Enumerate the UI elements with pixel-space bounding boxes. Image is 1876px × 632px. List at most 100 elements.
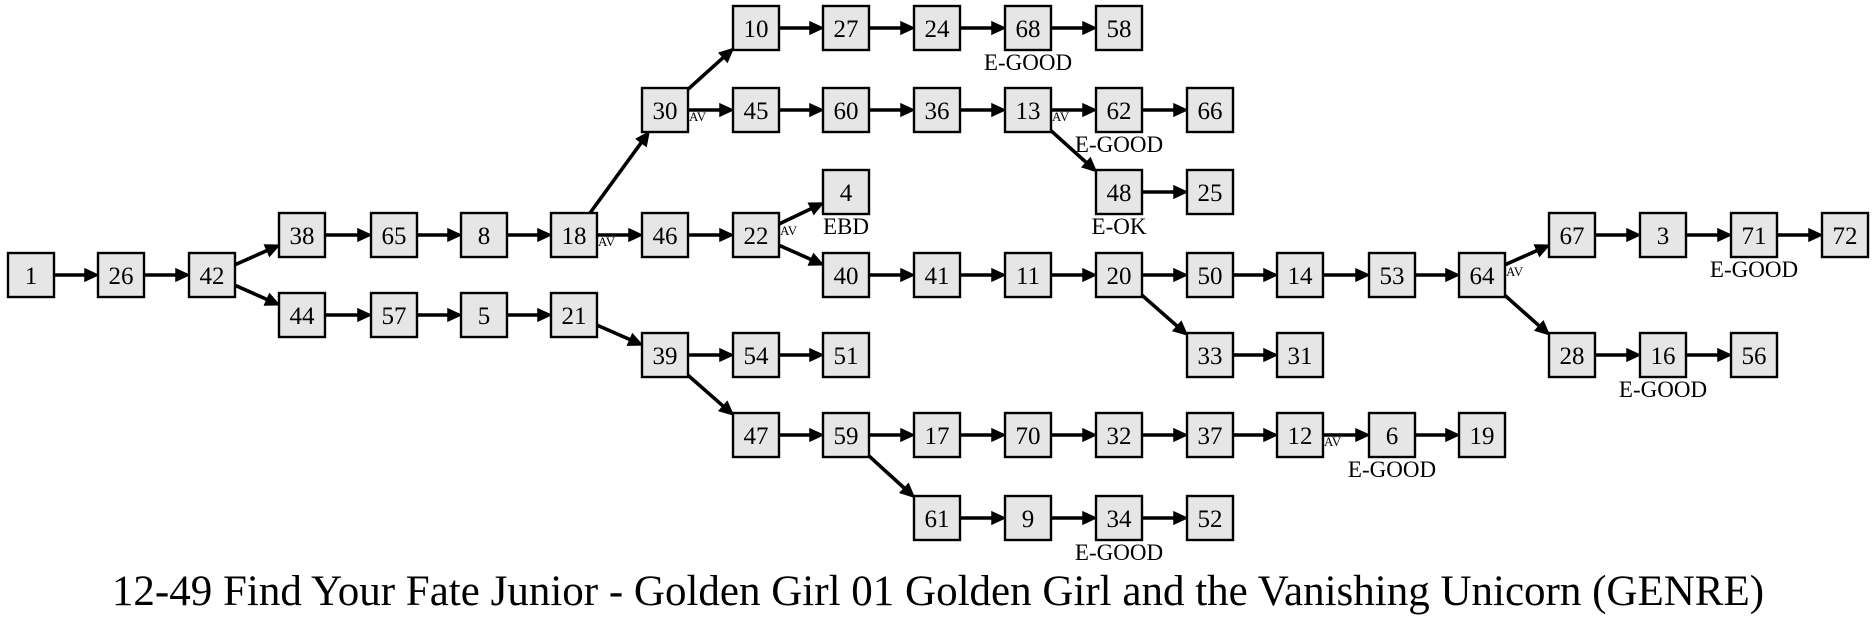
- node-44: 44: [277, 291, 327, 339]
- node-box: [459, 211, 509, 259]
- ending-label: E-GOOD: [1348, 457, 1436, 482]
- node-number: 9: [1022, 506, 1035, 533]
- edge-36-13: [960, 102, 1007, 118]
- arrowhead: [807, 252, 825, 266]
- arrowhead: [1080, 156, 1098, 173]
- edge-line: [778, 206, 813, 226]
- arrowhead: [1445, 427, 1461, 443]
- edge-32-37: [1142, 427, 1189, 443]
- node-number: 36: [925, 98, 950, 125]
- node-box: [96, 251, 146, 299]
- edge-13-48: [1049, 129, 1098, 173]
- arrowhead: [1533, 244, 1551, 258]
- edge-14-53: [1323, 267, 1371, 283]
- ending-label: EBD: [823, 214, 869, 239]
- node-box: [640, 86, 690, 134]
- node-60: 60: [821, 86, 871, 134]
- edge-48-25: [1142, 184, 1189, 200]
- edge-17-70: [960, 427, 1007, 443]
- edge-24-68: [960, 20, 1007, 36]
- arrowhead: [1171, 320, 1189, 336]
- node-1: 1: [6, 251, 56, 299]
- node-25: 25: [1185, 168, 1235, 216]
- node-number: 58: [1107, 16, 1132, 43]
- arrowhead: [1717, 227, 1733, 243]
- node-box: [1185, 251, 1235, 299]
- edge-64-67: AV: [1504, 244, 1551, 279]
- arrowhead: [628, 227, 644, 243]
- node-box: [1729, 211, 1779, 259]
- node-number: 44: [290, 303, 316, 330]
- arrowhead: [991, 20, 1007, 36]
- arrowhead: [1355, 427, 1371, 443]
- node-61: 61: [912, 494, 962, 542]
- node-number: 25: [1198, 180, 1223, 207]
- edge-8-18: [507, 227, 553, 243]
- arrowhead: [447, 227, 463, 243]
- node-box: [1729, 331, 1779, 379]
- arrowhead: [809, 347, 825, 363]
- edge-39-54: [688, 347, 735, 363]
- node-box: [1185, 494, 1235, 542]
- node-box: [1003, 494, 1053, 542]
- node-28: 28: [1547, 331, 1597, 379]
- node-16: 16E-GOOD: [1619, 331, 1707, 402]
- node-number: 65: [382, 223, 407, 250]
- node-number: 53: [1380, 263, 1405, 290]
- node-8: 8: [459, 211, 509, 259]
- arrowhead: [899, 482, 916, 499]
- node-number: 59: [834, 423, 859, 450]
- edge-70-32: [1051, 427, 1098, 443]
- node-number: 10: [744, 16, 769, 43]
- node-72: 72: [1820, 211, 1870, 259]
- edge-30-10: [686, 47, 735, 91]
- node-34: 34E-GOOD: [1075, 494, 1163, 560]
- node-box: [640, 331, 690, 379]
- node-68: 68E-GOOD: [984, 4, 1072, 75]
- node-box: [1275, 411, 1325, 459]
- edge-12-6: AV: [1323, 427, 1371, 449]
- node-box: [1094, 4, 1144, 52]
- node-number: 28: [1560, 343, 1585, 370]
- edge-34-52: [1142, 510, 1189, 526]
- node-45: 45: [731, 86, 781, 134]
- node-number: 61: [925, 506, 950, 533]
- arrowhead: [991, 427, 1007, 443]
- node-5: 5: [459, 291, 509, 339]
- arrowhead: [807, 202, 825, 216]
- edge-line: [867, 454, 906, 490]
- arrowhead: [1808, 227, 1824, 243]
- node-box: [821, 411, 871, 459]
- node-59: 59: [821, 411, 871, 459]
- edge-10-27: [779, 20, 825, 36]
- arrowhead: [1082, 20, 1098, 36]
- node-number: 48: [1107, 180, 1132, 207]
- edge-line: [1504, 248, 1538, 267]
- node-70: 70: [1003, 411, 1053, 459]
- edge-label: AV: [598, 234, 616, 249]
- edge-9-34: [1051, 510, 1098, 526]
- edge-line: [234, 248, 268, 267]
- node-62: 62E-GOOD: [1075, 86, 1163, 157]
- node-box: [1638, 331, 1688, 379]
- edge-22-4: AV: [778, 202, 825, 238]
- edge-1-26: [54, 267, 100, 283]
- node-67: 67: [1547, 211, 1597, 259]
- arrowhead: [1263, 427, 1279, 443]
- edge-26-42: [144, 267, 191, 283]
- arrowhead: [263, 244, 281, 258]
- node-box: [1638, 211, 1688, 259]
- edge-16-56: [1686, 347, 1733, 363]
- edge-57-5: [417, 307, 463, 323]
- node-22: 22: [731, 211, 781, 259]
- arrowhead: [1173, 427, 1189, 443]
- node-number: 14: [1288, 263, 1314, 290]
- node-box: [549, 211, 599, 259]
- node-number: 26: [109, 263, 134, 290]
- node-box: [1185, 411, 1235, 459]
- node-box: [277, 211, 327, 259]
- node-box: [640, 211, 690, 259]
